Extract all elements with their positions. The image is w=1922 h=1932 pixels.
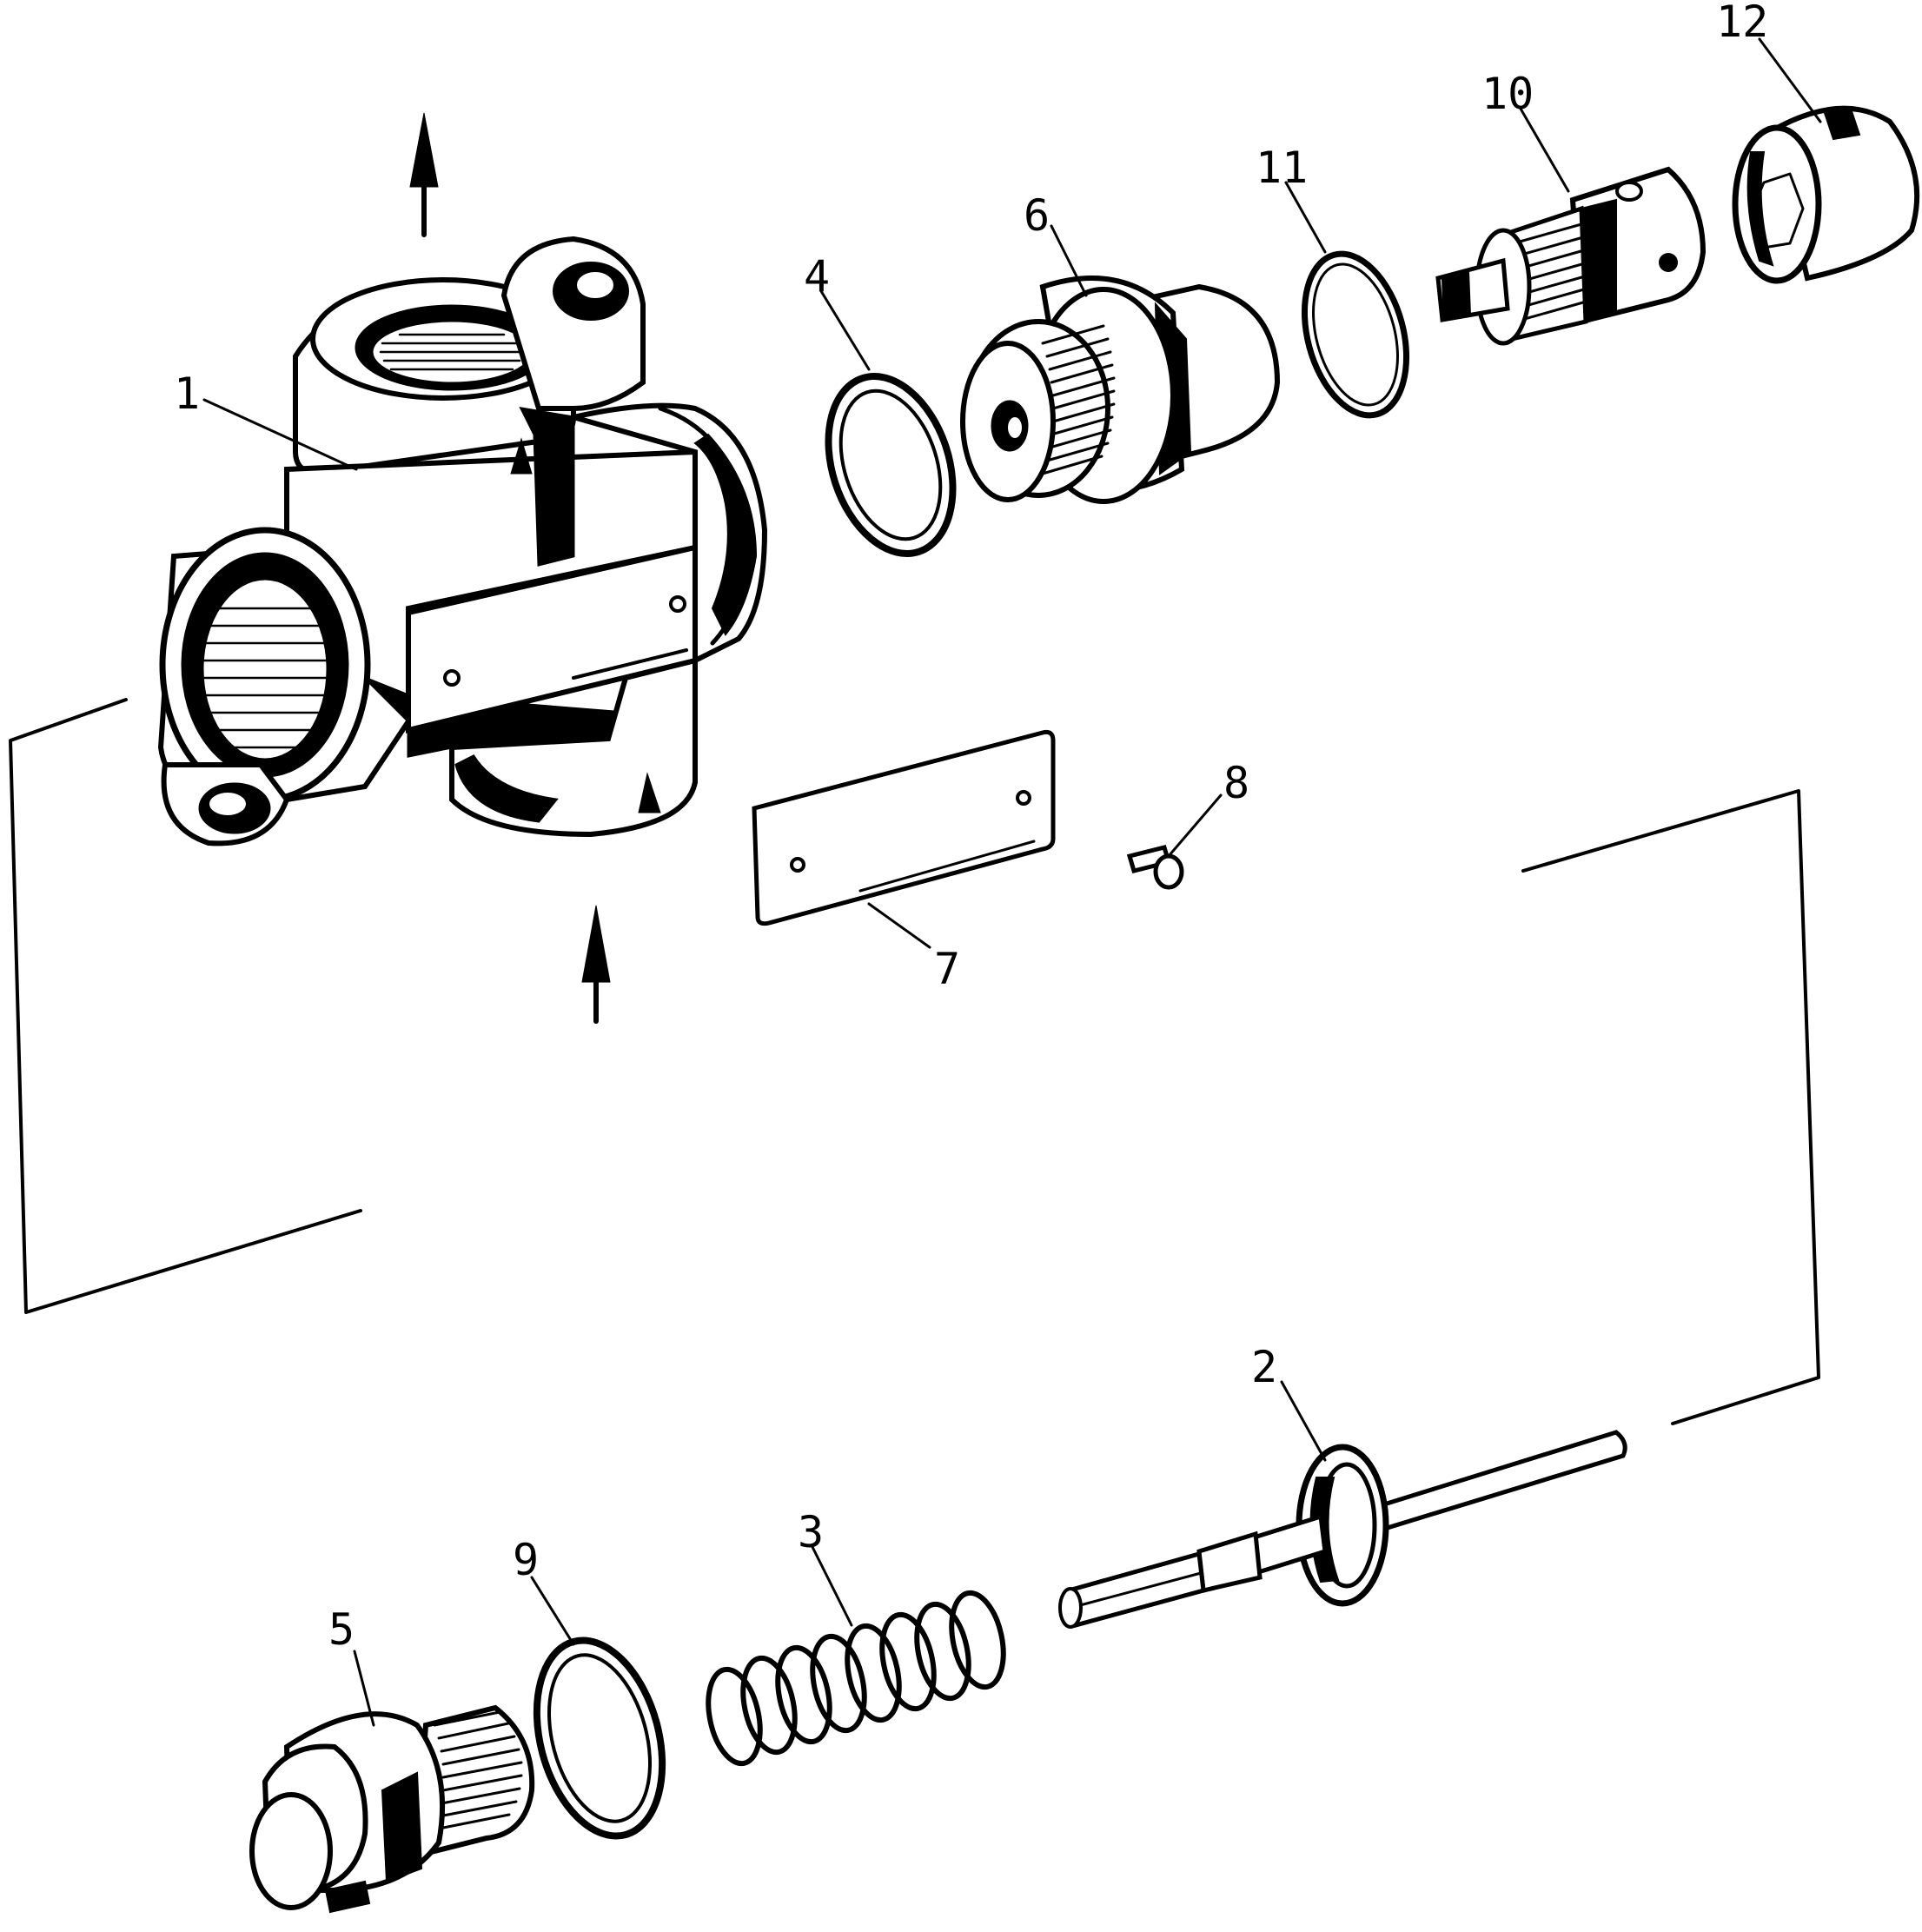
callout-7: 7 [934, 944, 960, 994]
assembly-bracket-left [9, 698, 362, 1314]
leader-line-3 [811, 1545, 853, 1627]
plug-part-5 [249, 1704, 535, 1914]
callout-5: 5 [328, 1604, 355, 1655]
leader-line-5 [353, 1650, 375, 1727]
leader-line-10 [1519, 107, 1570, 193]
flow-arrow-up-top [409, 112, 439, 237]
callout-12: 12 [1716, 0, 1768, 47]
o-ring-part-11 [1301, 250, 1410, 419]
callout-3: 3 [798, 1507, 824, 1557]
leader-line-4 [819, 289, 871, 371]
callout-4: 4 [804, 251, 830, 302]
callout-6: 6 [1024, 190, 1050, 241]
callout-11: 11 [1256, 143, 1308, 193]
gasket-ring-part-4 [825, 373, 957, 557]
gasket-ring-part-9 [533, 1637, 666, 1840]
assembly-bracket-right [1521, 789, 1820, 1425]
seat-bushing-part-6 [960, 276, 1281, 504]
valve-body-part-1 [157, 236, 768, 846]
leader-line-12 [1758, 37, 1822, 123]
spring-part-3 [706, 1590, 1006, 1767]
leader-line-1 [202, 398, 358, 471]
nameplate-part-7 [752, 729, 1056, 926]
leader-line-11 [1284, 181, 1327, 254]
flow-arrow-up-bottom [581, 905, 611, 1024]
callout-9: 9 [513, 1535, 539, 1585]
stem-adjuster-part-10 [1435, 166, 1707, 346]
leader-line-6 [1050, 224, 1088, 297]
leader-line-2 [1280, 1380, 1327, 1462]
leader-line-7 [867, 902, 931, 949]
leader-line-9 [530, 1576, 575, 1646]
callout-1: 1 [174, 368, 200, 419]
screw-part-8 [1126, 844, 1184, 890]
callout-8: 8 [1223, 758, 1249, 808]
callout-2: 2 [1251, 1342, 1277, 1392]
callout-10: 10 [1481, 69, 1534, 119]
cap-part-12 [1732, 105, 1920, 284]
valve-stem-part-2 [1058, 1430, 1627, 1629]
leader-line-8 [1167, 793, 1223, 858]
